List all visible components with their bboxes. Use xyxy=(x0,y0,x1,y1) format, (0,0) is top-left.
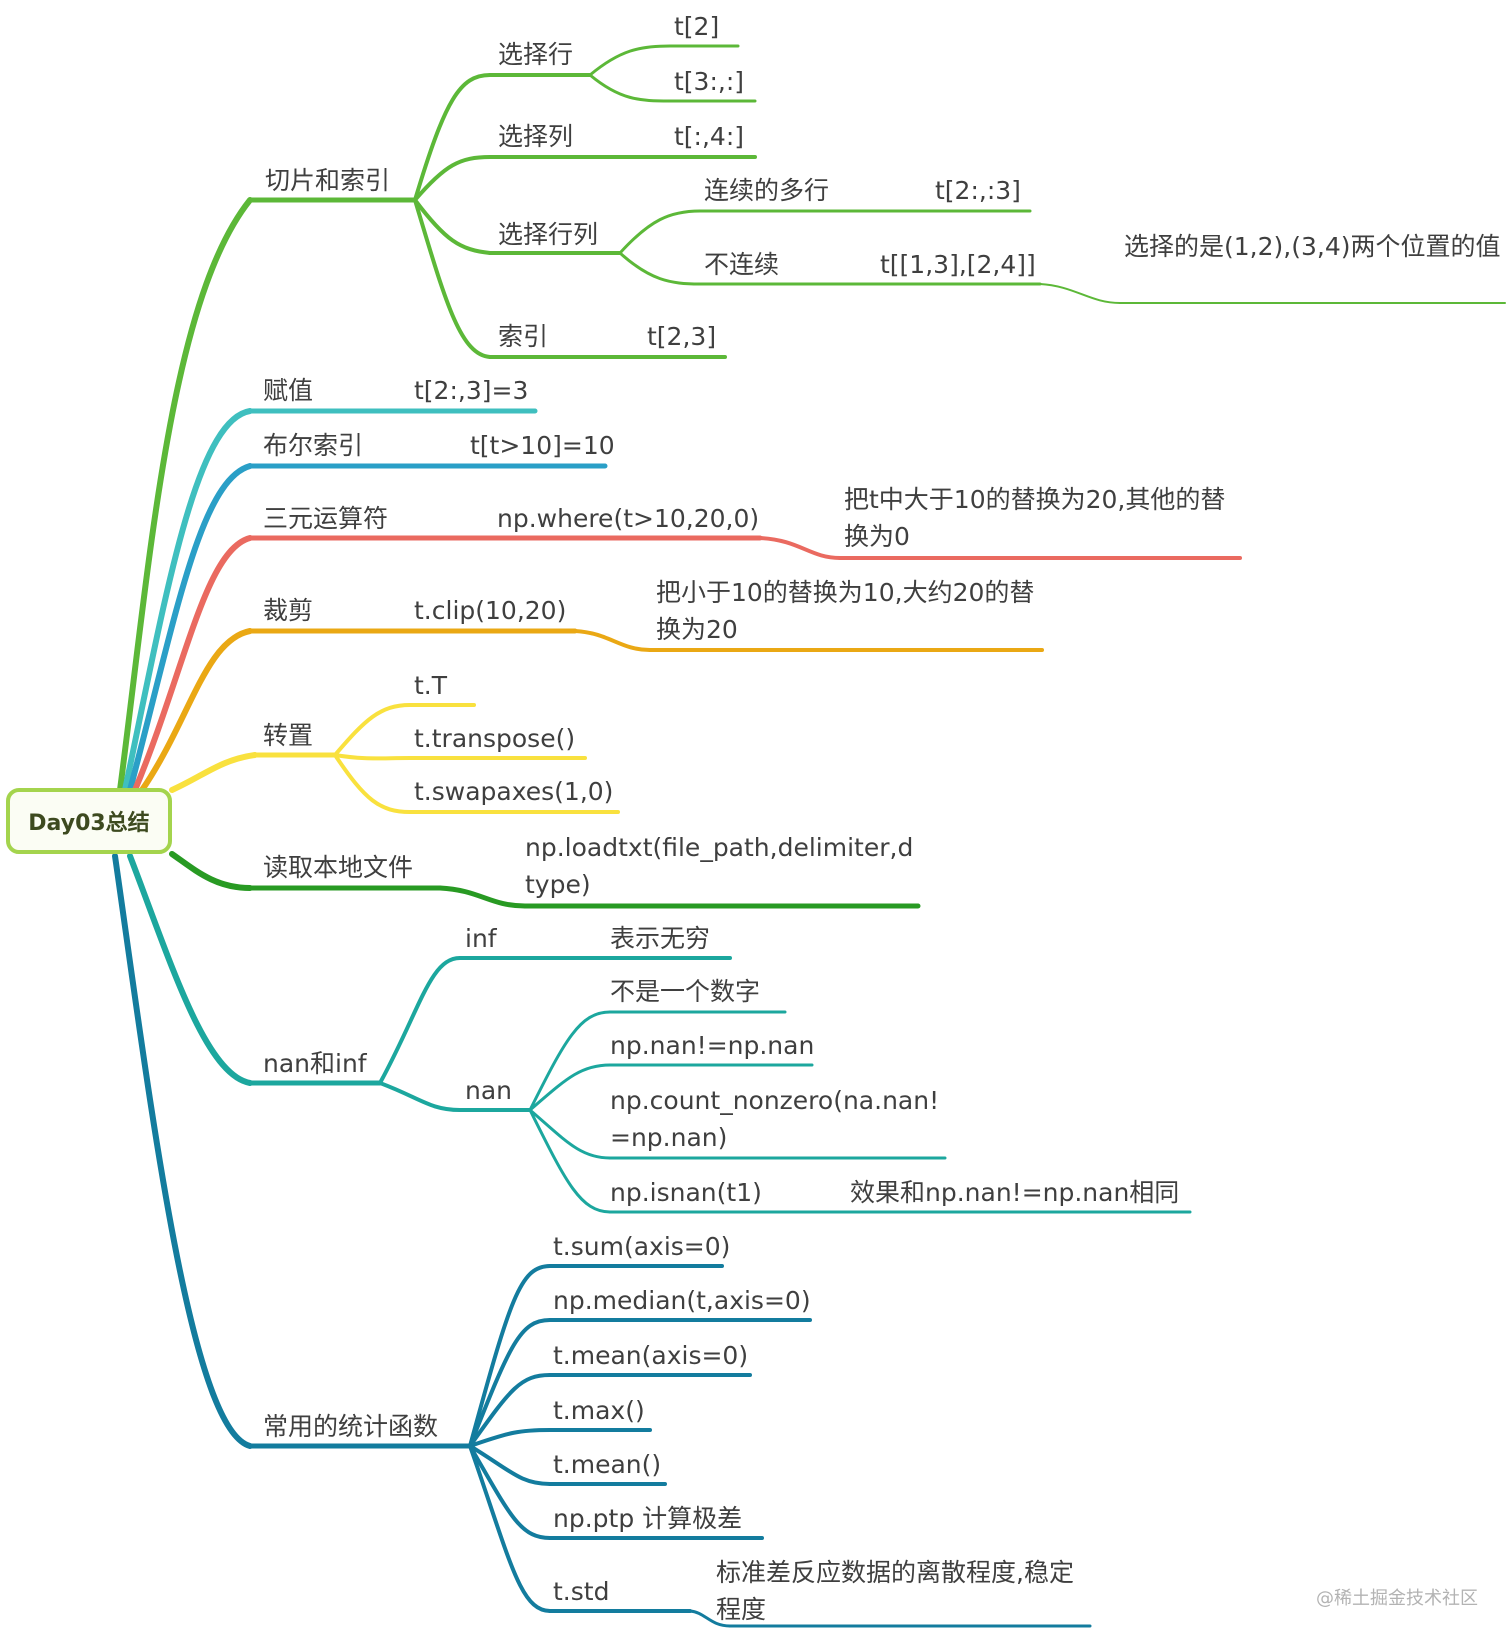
node-noncontinuous[interactable]: 不连续 xyxy=(704,250,780,279)
node-nan-item-1[interactable]: 不是一个数字 xyxy=(610,977,761,1006)
root-label: Day03总结 xyxy=(28,811,150,836)
node-inf[interactable]: inf xyxy=(465,924,497,953)
node-inf-note[interactable]: 表示无穷 xyxy=(610,924,711,953)
node-index-code[interactable]: t[2,3] xyxy=(647,322,717,351)
node-stats-item-2[interactable]: np.median(t,axis=0) xyxy=(553,1286,811,1315)
node-stats-item-5[interactable]: t.mean() xyxy=(553,1450,662,1479)
node-naninf[interactable]: nan和inf xyxy=(263,1049,367,1078)
node-index[interactable]: 索引 xyxy=(498,322,549,351)
node-stats-item-4[interactable]: t.max() xyxy=(553,1396,645,1425)
root-node[interactable]: Day03总结 xyxy=(6,788,172,854)
node-continuous-rows[interactable]: 连续的多行 xyxy=(704,176,830,205)
node-nan[interactable]: nan xyxy=(465,1076,513,1105)
node-transpose-item-2[interactable]: t.transpose() xyxy=(414,724,576,753)
connector-ternary xyxy=(132,535,253,793)
node-stats-item-1[interactable]: t.sum(axis=0) xyxy=(553,1232,731,1261)
node-select-col[interactable]: 选择列 xyxy=(498,122,574,151)
node-clip-code[interactable]: t.clip(10,20) xyxy=(414,596,567,625)
node-col-item[interactable]: t[:,4:] xyxy=(674,122,745,151)
connector-stats xyxy=(112,853,253,1449)
connector-clip xyxy=(139,628,253,793)
node-select-row[interactable]: 选择行 xyxy=(498,40,574,69)
node-assign[interactable]: 赋值 xyxy=(263,376,314,405)
node-transpose-item-1[interactable]: t.T xyxy=(414,671,448,700)
node-stats-item-6[interactable]: np.ptp 计算极差 xyxy=(553,1504,743,1533)
node-bool-code[interactable]: t[t>10]=10 xyxy=(470,431,615,460)
node-clip-note[interactable]: 把小于10的替换为10,大约20的替换为20 xyxy=(656,578,1035,644)
node-row-item-1[interactable]: t[2] xyxy=(674,12,720,41)
watermark: @稀土掘金技术社区 xyxy=(1316,1588,1478,1609)
node-continuous-code[interactable]: t[2:,:3] xyxy=(935,176,1021,205)
node-stats-item-3[interactable]: t.mean(axis=0) xyxy=(553,1341,749,1370)
node-noncontinuous-code[interactable]: t[[1,3],[2,4]] xyxy=(880,250,1036,279)
connector-naninf xyxy=(127,853,253,1086)
node-stats-item-7-note[interactable]: 标准差反应数据的离散程度,稳定程度 xyxy=(716,1558,1074,1624)
connector-read xyxy=(169,851,253,891)
node-nan-item-4-note[interactable]: 效果和np.nan!=np.nan相同 xyxy=(850,1178,1180,1207)
node-bool-index[interactable]: 布尔索引 xyxy=(263,431,364,460)
node-transpose[interactable]: 转置 xyxy=(263,721,314,750)
connector-assign xyxy=(122,408,253,793)
node-slice[interactable]: 切片和索引 xyxy=(265,166,391,195)
node-nan-item-2[interactable]: np.nan!=np.nan xyxy=(610,1031,815,1060)
node-assign-code[interactable]: t[2:,3]=3 xyxy=(414,376,529,405)
connector-bool xyxy=(127,463,253,793)
node-select-rowcol[interactable]: 选择行列 xyxy=(498,220,599,249)
node-read-file[interactable]: 读取本地文件 xyxy=(263,853,414,882)
node-read-code[interactable]: np.loadtxt(file_path,delimiter,dtype) xyxy=(525,833,914,899)
node-stats-item-7[interactable]: t.std xyxy=(553,1577,610,1606)
node-transpose-item-3[interactable]: t.swapaxes(1,0) xyxy=(414,777,614,806)
node-ternary-code[interactable]: np.where(t>10,20,0) xyxy=(497,504,760,533)
node-noncontinuous-note[interactable]: 选择的是(1,2),(3,4)两个位置的值 xyxy=(1124,232,1501,261)
node-stats[interactable]: 常用的统计函数 xyxy=(263,1412,439,1441)
node-ternary[interactable]: 三元运算符 xyxy=(263,504,389,533)
connector-slice xyxy=(117,197,253,793)
connector-transpose xyxy=(169,752,258,793)
node-row-item-2[interactable]: t[3:,:] xyxy=(674,67,745,96)
node-clip[interactable]: 裁剪 xyxy=(263,596,314,625)
node-nan-item-3[interactable]: np.count_nonzero(na.nan!=np.nan) xyxy=(610,1086,940,1152)
node-ternary-note[interactable]: 把t中大于10的替换为20,其他的替换为0 xyxy=(844,485,1226,551)
node-nan-item-4[interactable]: np.isnan(t1) xyxy=(610,1178,762,1207)
